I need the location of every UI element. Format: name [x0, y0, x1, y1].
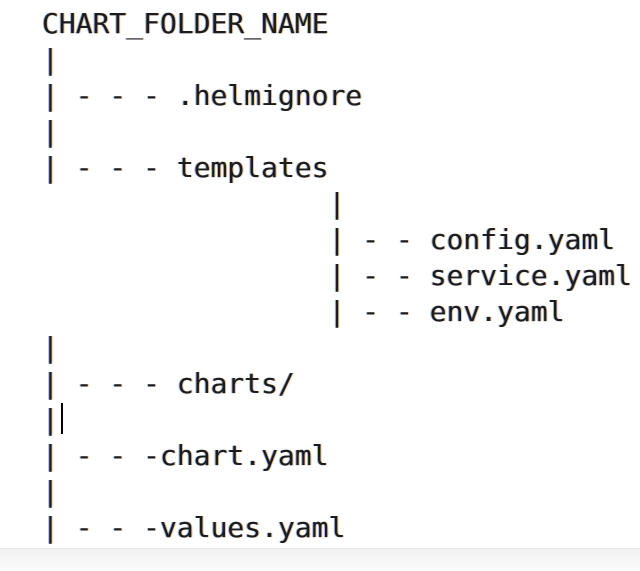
tree-line-text: | — [42, 331, 59, 364]
tree-line[interactable]: | — [42, 186, 632, 222]
tree-line-text: | - - -values.yaml — [42, 511, 346, 544]
tree-line-text: | — [42, 187, 346, 220]
tree-line[interactable]: | - - -chart.yaml — [42, 438, 632, 474]
tree-line-text: | - - - .helmignore — [42, 79, 363, 112]
page-edge — [0, 548, 640, 571]
tree-line[interactable]: | - - env.yaml — [42, 294, 632, 330]
tree-line[interactable]: | — [42, 114, 632, 150]
tree-line-text: | - - config.yaml — [42, 223, 616, 256]
tree-line[interactable]: | — [42, 330, 632, 366]
folder-tree[interactable]: CHART_FOLDER_NAME|| - - - .helmignore|| … — [42, 6, 632, 546]
tree-line-text: | - - service.yaml — [42, 259, 633, 292]
tree-line-text: | - - - charts/ — [42, 367, 295, 400]
tree-line[interactable]: | - - service.yaml — [42, 258, 632, 294]
tree-line[interactable]: | - - -values.yaml — [42, 510, 632, 546]
tree-line-text: CHART_FOLDER_NAME — [42, 7, 329, 40]
tree-line[interactable]: | - - config.yaml — [42, 222, 632, 258]
tree-line[interactable]: | — [42, 474, 632, 510]
tree-line-text: | - - - templates — [42, 151, 329, 184]
tree-line[interactable]: | — [42, 42, 632, 78]
tree-line[interactable]: CHART_FOLDER_NAME — [42, 6, 632, 42]
text-caret — [60, 403, 63, 434]
tree-line-text: | - - -chart.yaml — [42, 439, 329, 472]
tree-line-text: | — [42, 403, 59, 436]
tree-line[interactable]: | - - - templates — [42, 150, 632, 186]
tree-line-text: | — [42, 115, 59, 148]
tree-line-text: | — [42, 475, 59, 508]
tree-line[interactable]: | - - - charts/ — [42, 366, 632, 402]
tree-line[interactable]: | - - - .helmignore — [42, 78, 632, 114]
tree-line[interactable]: | — [42, 402, 632, 438]
tree-line-text: | - - env.yaml — [42, 295, 565, 328]
tree-line-text: | — [42, 43, 59, 76]
document-page[interactable]: CHART_FOLDER_NAME|| - - - .helmignore|| … — [0, 0, 640, 549]
